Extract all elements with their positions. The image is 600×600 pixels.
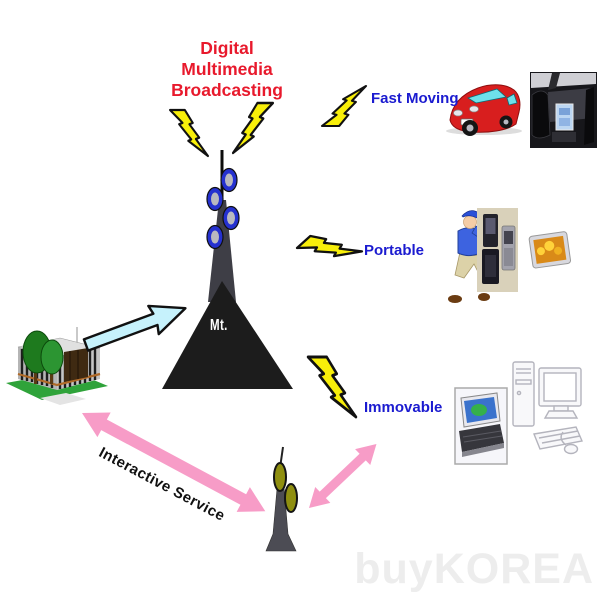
relay-antenna-icon	[265, 446, 298, 552]
office-building-icon	[6, 327, 108, 405]
interactive-double-arrow-icon	[82, 412, 266, 512]
lightning-bolt-icon	[168, 108, 210, 158]
portable-media-player-photo	[528, 231, 572, 269]
lightning-bolt-icon	[320, 84, 368, 128]
immovable-label: Immovable	[364, 399, 443, 416]
mountain-label: Mt.	[210, 317, 228, 334]
fast-moving-label: Fast Moving	[371, 90, 459, 107]
mobile-phones-photo	[477, 208, 518, 292]
laptop-photo	[454, 387, 508, 465]
interactive-double-arrow-icon	[309, 443, 377, 508]
lightning-bolt-icon	[306, 355, 358, 419]
diagram-title: Digital Multimedia Broadcasting	[171, 38, 283, 100]
lightning-bolt-icon	[295, 216, 364, 284]
watermark-text: buyKOREA	[354, 545, 594, 593]
block-arrow-icon	[82, 304, 187, 352]
car-photo	[446, 84, 522, 136]
car-interior-photo	[530, 72, 597, 148]
desktop-computer-clipart	[512, 361, 583, 455]
broadcast-tower-icon	[206, 167, 240, 250]
portable-label: Portable	[364, 242, 425, 259]
lightning-bolt-icon	[231, 101, 275, 155]
